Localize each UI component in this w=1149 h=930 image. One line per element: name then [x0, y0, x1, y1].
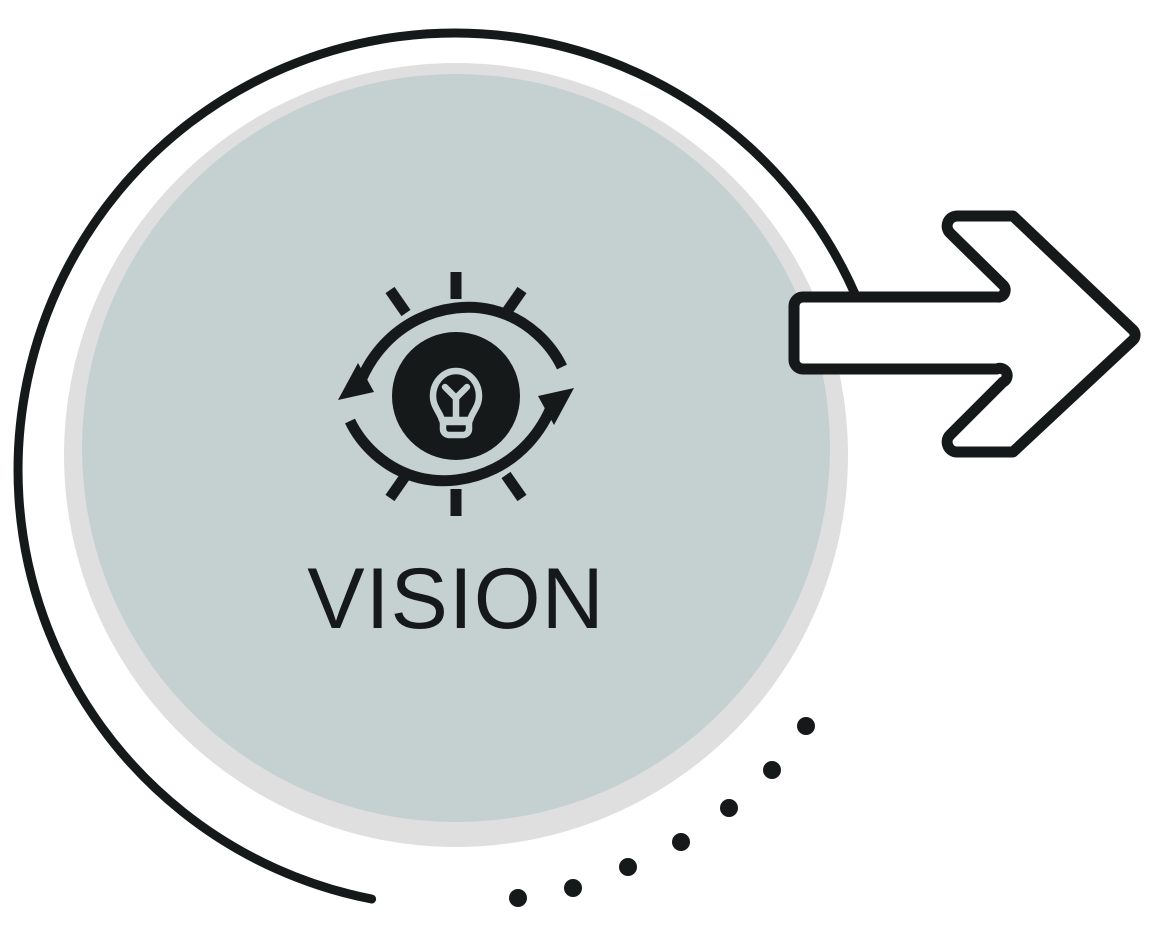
lightbulb-icon	[429, 367, 483, 439]
eye-arc-bottom-arrow-icon	[345, 388, 574, 487]
dotted-arc-continuation	[509, 717, 815, 907]
arc-dot	[564, 879, 582, 897]
ray-top-right-icon	[501, 286, 527, 317]
arc-dot	[720, 799, 738, 817]
vision-label: VISION	[307, 551, 605, 647]
ray-group	[385, 272, 527, 516]
ray-top-left-icon	[385, 286, 411, 317]
ray-bottom-right-icon	[501, 471, 527, 502]
arc-dot	[797, 717, 815, 735]
arc-dot	[763, 761, 781, 779]
arc-dot	[509, 889, 527, 907]
eye-lightbulb-icon	[338, 272, 574, 516]
arc-dot	[672, 833, 690, 851]
outer-open-circle-arc	[13, 28, 865, 904]
eye-arc-top-arrow-icon	[338, 301, 567, 400]
arc-dot	[619, 858, 637, 876]
right-outline-arrow	[788, 210, 1141, 458]
ray-bottom-left-icon	[385, 471, 411, 502]
